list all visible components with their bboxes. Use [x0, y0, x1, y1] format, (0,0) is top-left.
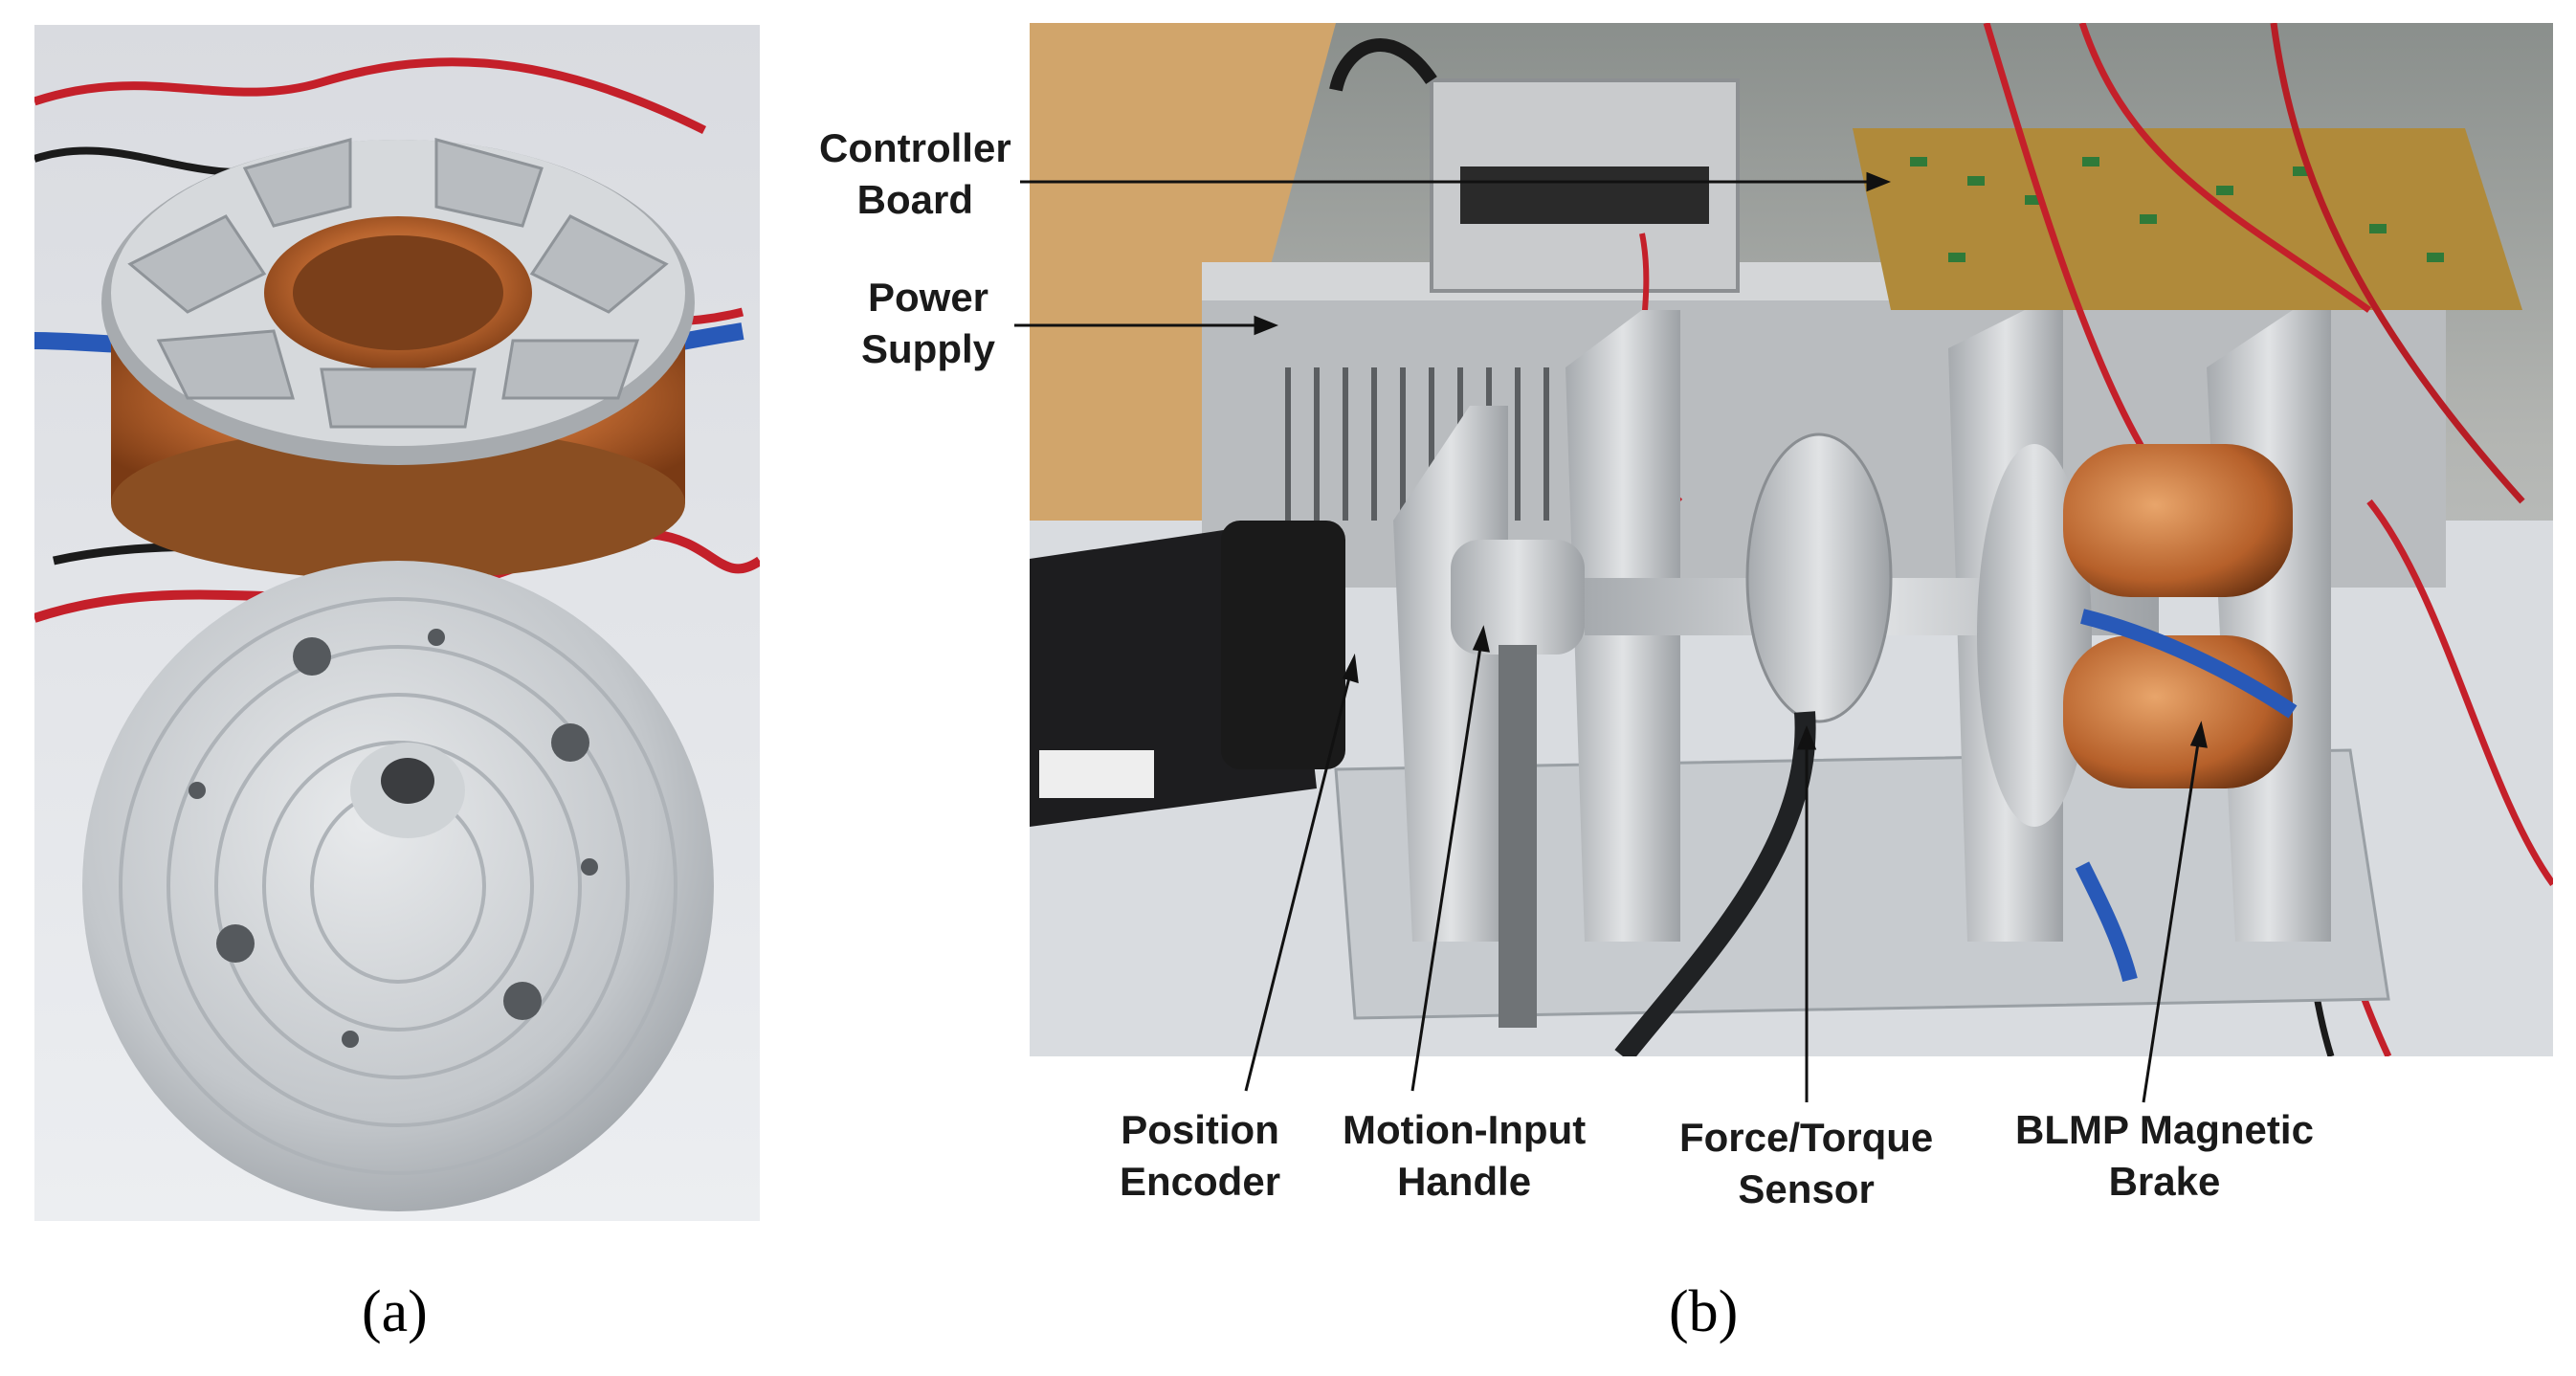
force-torque-sensor-label-line2: Sensor — [1738, 1166, 1875, 1211]
position-encoder-label: Position Encoder — [1120, 1104, 1280, 1208]
photo-b-test-bench — [1030, 23, 2553, 1056]
motion-input-handle-label: Motion-Input Handle — [1343, 1104, 1586, 1208]
blmp-magnetic-brake-label-line2: Brake — [2108, 1159, 2221, 1204]
blmp-magnetic-brake-label: BLMP Magnetic Brake — [2015, 1104, 2314, 1208]
photo-a-stator-and-plate — [34, 25, 760, 1221]
controller-board-label-line1: Controller — [819, 125, 1011, 170]
position-encoder-label-line1: Position — [1121, 1107, 1279, 1152]
caption-a: (a) — [362, 1279, 428, 1344]
motion-input-handle-label-line2: Handle — [1397, 1159, 1532, 1204]
caption-b: (b) — [1669, 1279, 1739, 1344]
power-supply-label-line1: Power — [867, 275, 989, 320]
photo-a-image — [34, 25, 760, 1221]
force-torque-sensor-label: Force/Torque Sensor — [1679, 1112, 1933, 1215]
motion-input-handle-label-line1: Motion-Input — [1343, 1107, 1587, 1152]
blmp-magnetic-brake-label-line1: BLMP Magnetic — [2015, 1107, 2314, 1152]
power-supply-label: Power Supply — [861, 272, 995, 375]
force-torque-sensor-label-line1: Force/Torque — [1679, 1115, 1934, 1160]
power-supply-label-line2: Supply — [861, 326, 996, 371]
controller-board-label: Controller Board — [819, 122, 1011, 226]
controller-board-label-line2: Board — [856, 177, 974, 222]
position-encoder-label-line2: Encoder — [1120, 1159, 1281, 1204]
photo-b-image — [1030, 23, 2553, 1056]
